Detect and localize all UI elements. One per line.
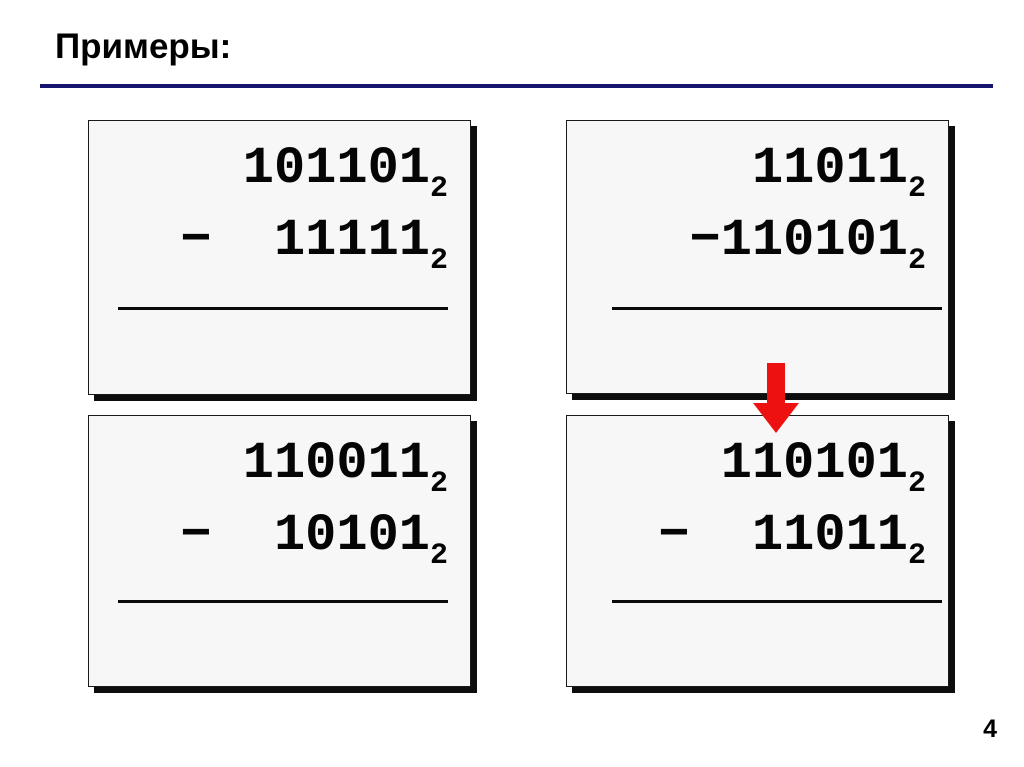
title-divider (40, 84, 993, 88)
result-rule (118, 600, 448, 603)
subtrahend-digits: 10101 (273, 506, 430, 565)
subtrahend-digits: 11011 (751, 506, 908, 565)
minus-operator: − (180, 506, 212, 565)
subtrahend-spacer (212, 211, 274, 270)
page-title: Примеры: (55, 27, 232, 66)
subtrahend-spacer (212, 506, 274, 565)
minuend-digits: 11011 (751, 139, 908, 198)
example-box-top-left: 1011012 − 111112 (88, 120, 471, 395)
result-rule (118, 307, 448, 310)
expression-minuend: 1100112 (89, 428, 470, 500)
red-down-arrow-icon (753, 363, 799, 433)
expression-rows: 1100112 − 101012 (89, 428, 470, 572)
minuend-base-subscript: 2 (907, 467, 926, 501)
minus-operator: − (658, 506, 690, 565)
example-box-bottom-left: 1100112 − 101012 (88, 415, 471, 687)
expression-subtrahend: −1101012 (567, 205, 948, 277)
expression-rows: 1011012 − 111112 (89, 133, 470, 277)
minuend-digits: 110011 (242, 434, 430, 493)
expression-subtrahend: − 111112 (89, 205, 470, 277)
example-box-bottom-right: 1101012 − 110112 (566, 415, 949, 687)
subtrahend-base-subscript: 2 (907, 539, 926, 573)
minuend-base-subscript: 2 (907, 172, 926, 206)
result-rule (612, 600, 942, 603)
subtrahend-spacer (690, 506, 752, 565)
result-rule (612, 307, 942, 310)
minuend-digits: 101101 (242, 139, 430, 198)
expression-minuend: 1011012 (89, 133, 470, 205)
subtrahend-digits: 11111 (273, 211, 430, 270)
subtrahend-digits: 110101 (720, 211, 908, 270)
minus-operator: − (689, 211, 721, 270)
minuend-base-subscript: 2 (429, 467, 448, 501)
minuend-digits: 110101 (720, 434, 908, 493)
expression-minuend: 1101012 (567, 428, 948, 500)
subtrahend-base-subscript: 2 (429, 244, 448, 278)
subtrahend-base-subscript: 2 (907, 244, 926, 278)
example-box-top-right: 110112 −1101012 (566, 120, 949, 394)
expression-rows: 1101012 − 110112 (567, 428, 948, 572)
expression-minuend: 110112 (567, 133, 948, 205)
minus-operator: − (180, 211, 212, 270)
expression-subtrahend: − 110112 (567, 500, 948, 572)
subtrahend-base-subscript: 2 (429, 539, 448, 573)
page-number: 4 (983, 715, 997, 743)
minuend-base-subscript: 2 (429, 172, 448, 206)
expression-rows: 110112 −1101012 (567, 133, 948, 277)
expression-subtrahend: − 101012 (89, 500, 470, 572)
